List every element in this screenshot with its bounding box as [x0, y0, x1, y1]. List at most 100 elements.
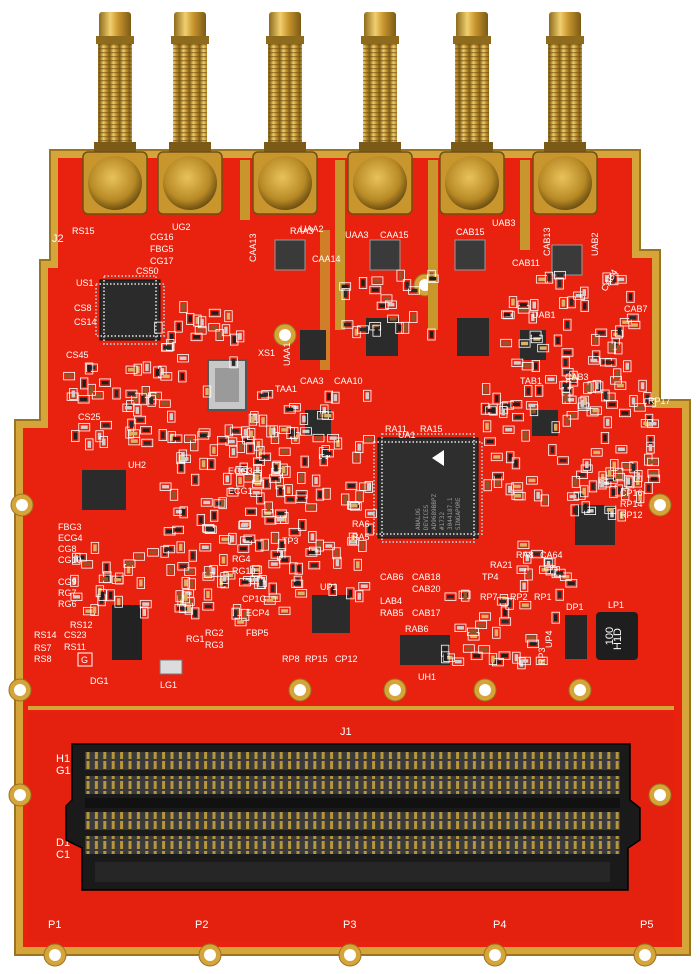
smd-part: [545, 375, 557, 384]
label-cab15: CAB15: [456, 227, 485, 237]
smd-part: [106, 589, 115, 602]
smd-part: [644, 398, 657, 407]
inductor-marking-2: H1D: [612, 628, 624, 650]
smd-part: [341, 493, 350, 506]
smd-part: [177, 562, 190, 571]
smd-part: [230, 333, 239, 346]
smd-part: [580, 485, 589, 498]
smd-part: [357, 325, 369, 334]
smd-part: [512, 651, 521, 664]
smd-part: [511, 358, 524, 368]
label-rp3: RP3: [537, 647, 547, 665]
label-ua1: UA1: [398, 430, 416, 440]
smd-part: [191, 607, 200, 620]
smd-part: [600, 432, 610, 444]
smd-part: [312, 433, 325, 443]
smd-part: [98, 574, 111, 584]
smd-part: [461, 589, 470, 602]
smd-part: [629, 395, 638, 407]
label-uaa2: UAA2: [300, 224, 324, 234]
smd-part: [551, 611, 560, 624]
label-uh2: UH2: [128, 460, 146, 470]
smd-part: [188, 549, 197, 562]
label-cp1g: CP1G: [242, 594, 267, 604]
smd-part: [71, 430, 80, 442]
smd-part: [196, 514, 206, 526]
smd-part: [258, 414, 268, 427]
smd-part: [315, 539, 324, 552]
smd-part: [614, 381, 627, 390]
smd-part: [584, 506, 597, 516]
smd-part: [270, 531, 280, 544]
smd-part: [444, 592, 457, 601]
smd-part: [308, 531, 317, 543]
smd-part: [293, 575, 303, 588]
smd-part: [133, 552, 145, 561]
smd-part: [605, 467, 614, 480]
smd-part: [245, 507, 258, 517]
smd-part: [521, 429, 530, 442]
smd-part: [305, 548, 318, 557]
label-rp12: RP12: [620, 510, 643, 520]
smd-part: [567, 492, 579, 501]
smd-part: [321, 449, 334, 458]
smd-part: [158, 399, 171, 408]
label-uh1: UH1: [418, 672, 436, 682]
smd-part: [223, 472, 232, 485]
mounting-hole: [198, 943, 222, 967]
smd-part: [182, 589, 195, 598]
diode-dp1: [565, 615, 587, 659]
smd-part: [170, 434, 183, 443]
smd-part: [604, 505, 617, 515]
smd-part: [263, 596, 276, 605]
mounting-hole: [648, 493, 672, 517]
smd-part: [529, 330, 542, 340]
smd-part: [499, 617, 512, 626]
label-cg17: CG17: [150, 256, 174, 266]
ic-marking-4: #1732: [439, 512, 446, 530]
smd-part: [140, 606, 149, 619]
smd-part: [605, 475, 618, 484]
label-taa1: TAA1: [275, 384, 297, 394]
label-rab6: RAB6: [405, 624, 429, 634]
smd-part: [236, 441, 245, 453]
smd-part: [167, 410, 176, 423]
ic-marking-3: AD9689BBPZ: [431, 493, 438, 530]
smd-part: [207, 458, 216, 471]
label-rs8: RS8: [34, 654, 52, 664]
gold-strips: [240, 160, 530, 370]
smd-part: [647, 419, 659, 428]
smd-part: [348, 532, 358, 545]
smd-part: [615, 325, 624, 338]
smd-part: [123, 559, 136, 568]
smd-part: [203, 524, 216, 534]
smd-part: [274, 515, 287, 524]
sma-connector-2: [157, 12, 223, 215]
smd-part: [341, 288, 350, 301]
smd-part: [535, 656, 548, 666]
smd-part: [174, 320, 183, 333]
smd-part: [256, 492, 265, 505]
smd-part: [372, 324, 381, 337]
smd-part: [95, 585, 105, 598]
label-rs11: RS11: [64, 642, 86, 652]
label-cab17: CAB17: [412, 608, 441, 618]
smd-part: [237, 544, 250, 553]
smd-part: [333, 556, 342, 569]
smd-part: [352, 451, 361, 464]
smd-part: [331, 391, 340, 404]
smd-part: [365, 523, 374, 536]
mounting-hole: [338, 943, 362, 967]
label-us1: US1: [76, 278, 94, 288]
smd-part: [570, 504, 579, 517]
smd-part: [276, 485, 285, 498]
smd-part: [614, 467, 624, 480]
ic-marking-6: SINGAPORE: [455, 497, 462, 530]
smd-part: [194, 326, 207, 335]
label-rab5: RAB5: [380, 608, 404, 618]
smd-part: [525, 634, 538, 643]
smd-part: [134, 415, 147, 425]
smd-part: [505, 483, 514, 496]
mounting-hole: [43, 943, 67, 967]
smd-part: [501, 310, 513, 319]
